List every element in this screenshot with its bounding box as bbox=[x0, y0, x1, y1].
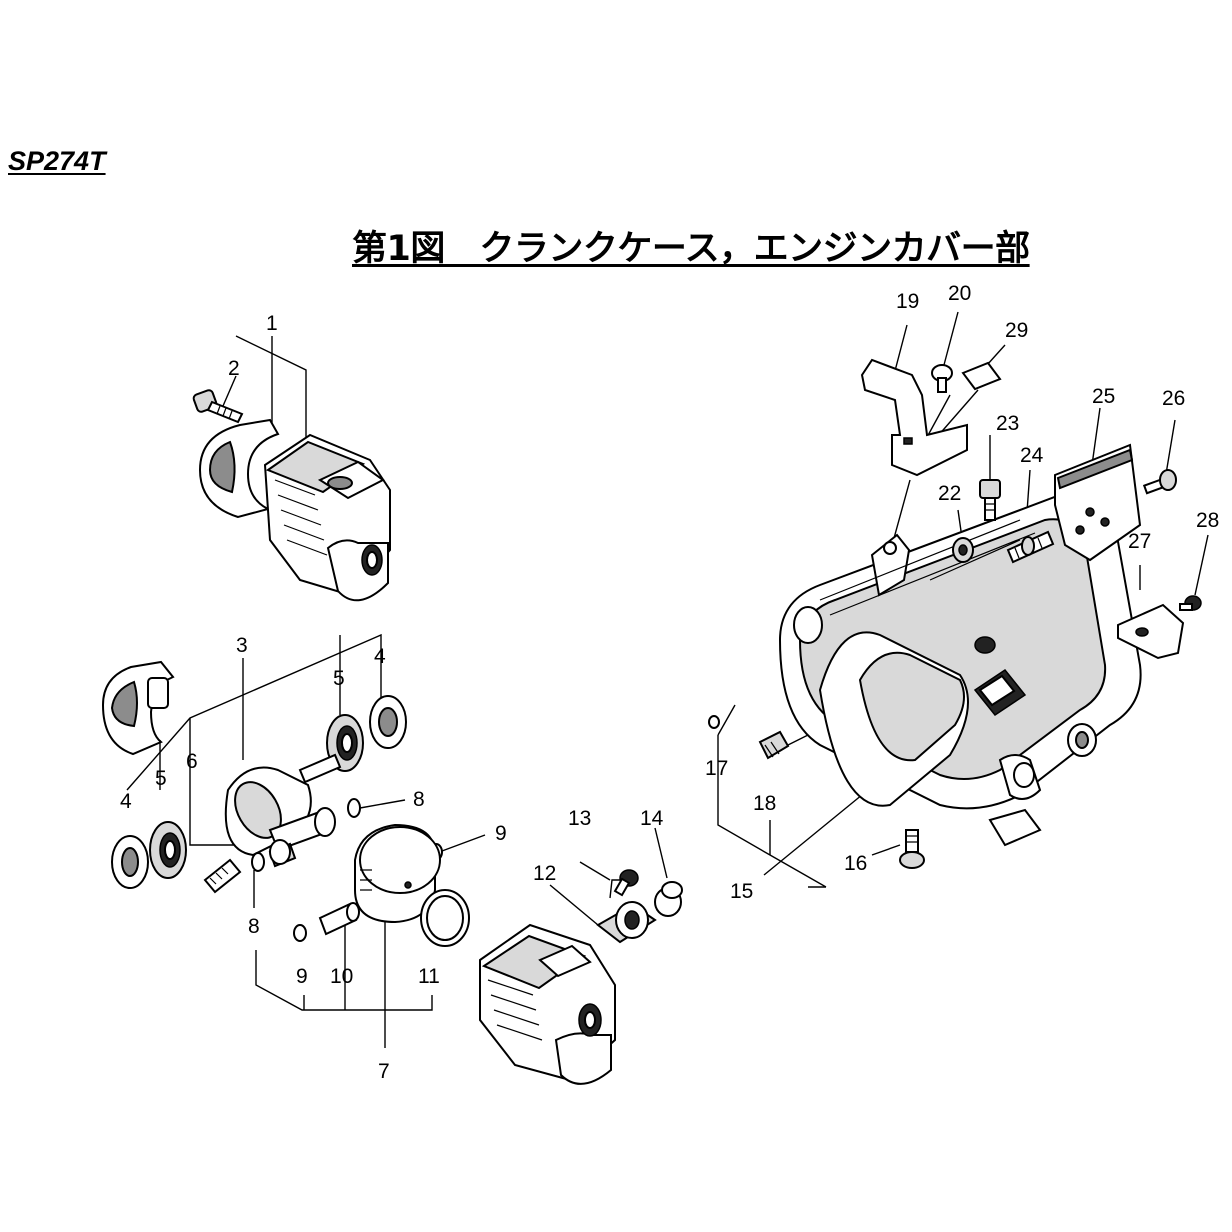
plug-part-18 bbox=[758, 730, 790, 760]
piston-ring-part-11 bbox=[420, 889, 470, 947]
callout-13: 13 bbox=[568, 807, 591, 830]
bushing-part-14 bbox=[654, 881, 683, 917]
callout-6: 6 bbox=[186, 750, 198, 773]
cylinder-assembly-lower bbox=[479, 923, 616, 1085]
nut-part-22 bbox=[952, 537, 974, 563]
callout-23: 23 bbox=[996, 412, 1019, 435]
callout-18: 18 bbox=[753, 792, 776, 815]
piston-part-7 bbox=[354, 823, 441, 924]
snap-ring-part-8 bbox=[251, 798, 361, 872]
callout-7: 7 bbox=[378, 1060, 390, 1083]
screw-part-28 bbox=[1179, 595, 1202, 611]
callout-2: 2 bbox=[228, 357, 240, 380]
piston-pin-part-10 bbox=[318, 902, 360, 936]
crankshaft-part-3 bbox=[203, 753, 342, 894]
callout-10: 10 bbox=[330, 965, 353, 988]
callout-9b: 9 bbox=[296, 965, 308, 988]
callout-4a: 4 bbox=[374, 645, 386, 668]
bearing-left-parts-4-5 bbox=[111, 821, 187, 889]
bolt-part-26 bbox=[1142, 469, 1177, 495]
callout-14: 14 bbox=[640, 807, 664, 830]
callout-16: 16 bbox=[844, 852, 867, 875]
callout-1: 1 bbox=[266, 312, 278, 335]
callout-22: 22 bbox=[938, 482, 961, 505]
callout-29: 29 bbox=[1005, 319, 1028, 342]
callout-17: 17 bbox=[705, 757, 728, 780]
label-part-29 bbox=[961, 361, 1002, 391]
bolt-part-2 bbox=[192, 389, 244, 424]
cylinder-assembly-part-1 bbox=[198, 418, 391, 602]
bolt-part-23 bbox=[979, 479, 1001, 521]
callout-26: 26 bbox=[1162, 387, 1185, 410]
screw-part-13 bbox=[613, 869, 639, 897]
callout-12: 12 bbox=[533, 862, 556, 885]
crankcase-half-part-6 bbox=[101, 660, 175, 756]
callout-11: 11 bbox=[418, 965, 440, 988]
callout-28: 28 bbox=[1196, 509, 1219, 532]
stud-part-24 bbox=[1006, 530, 1055, 564]
callout-15: 15 bbox=[730, 880, 753, 903]
bracket-part-27 bbox=[1117, 603, 1185, 660]
engine-cover-part-15 bbox=[778, 492, 1142, 847]
guide-plate-part-25 bbox=[1054, 443, 1142, 562]
callout-3: 3 bbox=[236, 634, 248, 657]
model-label: SP274T bbox=[8, 146, 106, 176]
callout-5a: 5 bbox=[333, 667, 345, 690]
callout-4b: 4 bbox=[120, 790, 132, 813]
callout-numbers: 1 2 3 4 5 4 5 6 8 8 9 9 10 11 7 12 13 14… bbox=[120, 282, 1219, 1083]
callout-27: 27 bbox=[1128, 530, 1151, 553]
o-ring-part-17 bbox=[708, 715, 720, 729]
bearing-right-parts-4-5 bbox=[326, 695, 407, 772]
page-title: 第1図 クランクケース，エンジンカバー部 bbox=[352, 229, 1030, 269]
callout-5b: 5 bbox=[155, 767, 167, 790]
plate-part-19 bbox=[860, 358, 968, 477]
screw-part-20 bbox=[931, 364, 953, 393]
callout-8a: 8 bbox=[413, 788, 425, 811]
callout-8b: 8 bbox=[248, 915, 260, 938]
bolt-part-16 bbox=[899, 829, 925, 869]
callout-20: 20 bbox=[948, 282, 971, 305]
callout-25: 25 bbox=[1092, 385, 1115, 408]
intake-part-12 bbox=[596, 901, 657, 944]
callout-19: 19 bbox=[896, 290, 919, 313]
callout-24: 24 bbox=[1020, 444, 1044, 467]
callout-9a: 9 bbox=[495, 822, 507, 845]
